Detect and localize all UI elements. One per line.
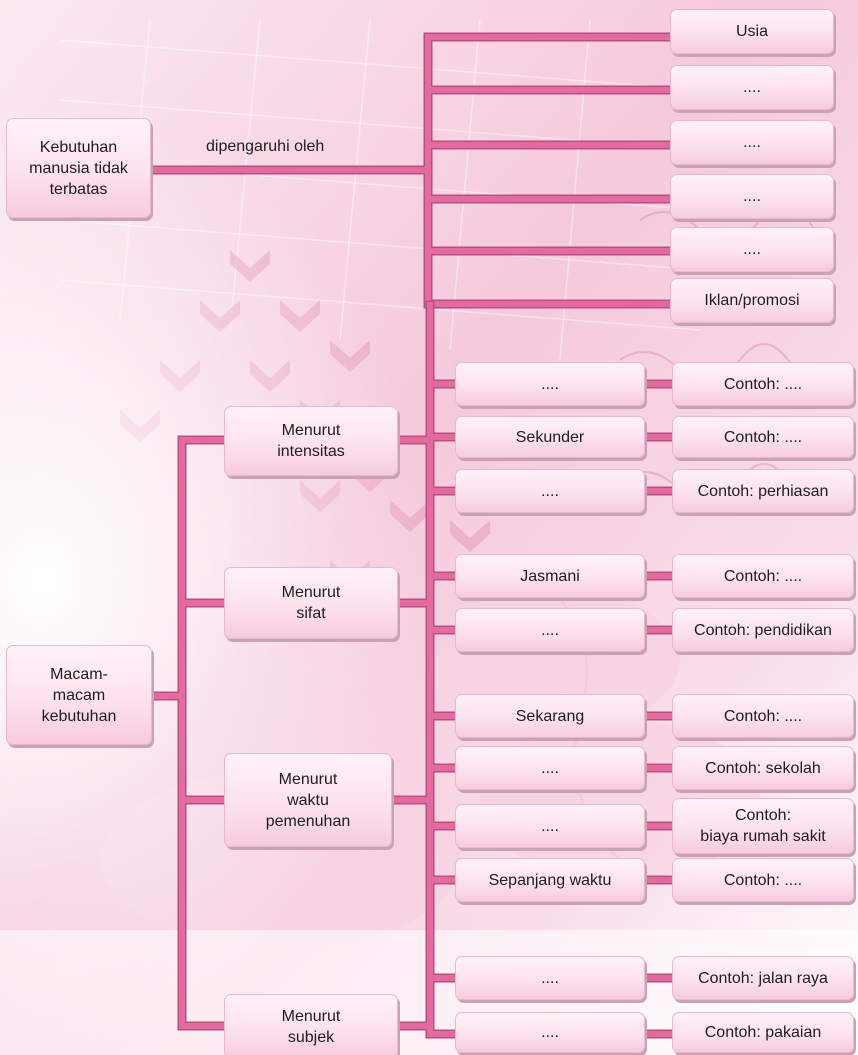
example-node: Contoh: jalan raya [672, 956, 854, 1000]
factor-node: .... [670, 65, 834, 110]
category-node-waktu-pemenuhan: Menurut waktu pemenuhan [224, 753, 392, 847]
type-node: Jasmani [455, 554, 645, 598]
category-node-subjek: Menurut subjek [224, 994, 398, 1055]
example-node: Contoh: perhiasan [672, 469, 854, 513]
type-node: .... [455, 469, 645, 513]
connector-label-dipengaruhi-oleh: dipengaruhi oleh [206, 138, 325, 155]
root-node-kebutuhan-tidak-terbatas: Kebutuhan manusia tidak terbatas [6, 118, 151, 218]
example-node: Contoh: pakaian [672, 1012, 854, 1053]
connectors-bottom [147, 300, 677, 1039]
factor-node: Iklan/promosi [670, 278, 834, 323]
connectors-top [145, 32, 675, 309]
type-node: .... [455, 608, 645, 652]
factor-node: .... [670, 174, 834, 219]
category-node-intensitas: Menurut intensitas [224, 406, 398, 476]
example-node: Contoh: .... [672, 694, 854, 738]
type-node: .... [455, 746, 645, 790]
factor-node: Usia [670, 9, 834, 54]
example-node: Contoh: sekolah [672, 746, 854, 790]
root-node-macam-kebutuhan: Macam- macam kebutuhan [6, 645, 152, 745]
type-node: Sekarang [455, 694, 645, 738]
example-node: Contoh: pendidikan [672, 608, 854, 652]
example-node: Contoh: .... [672, 362, 854, 406]
example-node: Contoh: biaya rumah sakit [672, 798, 854, 854]
factor-node: .... [670, 120, 834, 165]
type-node: Sekunder [455, 416, 645, 458]
type-node: .... [455, 362, 645, 406]
example-node: Contoh: .... [672, 858, 854, 902]
type-node: Sepanjang waktu [455, 858, 645, 902]
example-node: Contoh: .... [672, 554, 854, 598]
type-node: .... [455, 956, 645, 1000]
type-node: .... [455, 804, 645, 848]
factor-node: .... [670, 227, 834, 272]
category-node-sifat: Menurut sifat [224, 567, 398, 639]
example-node: Contoh: .... [672, 416, 854, 458]
type-node: .... [455, 1012, 645, 1053]
